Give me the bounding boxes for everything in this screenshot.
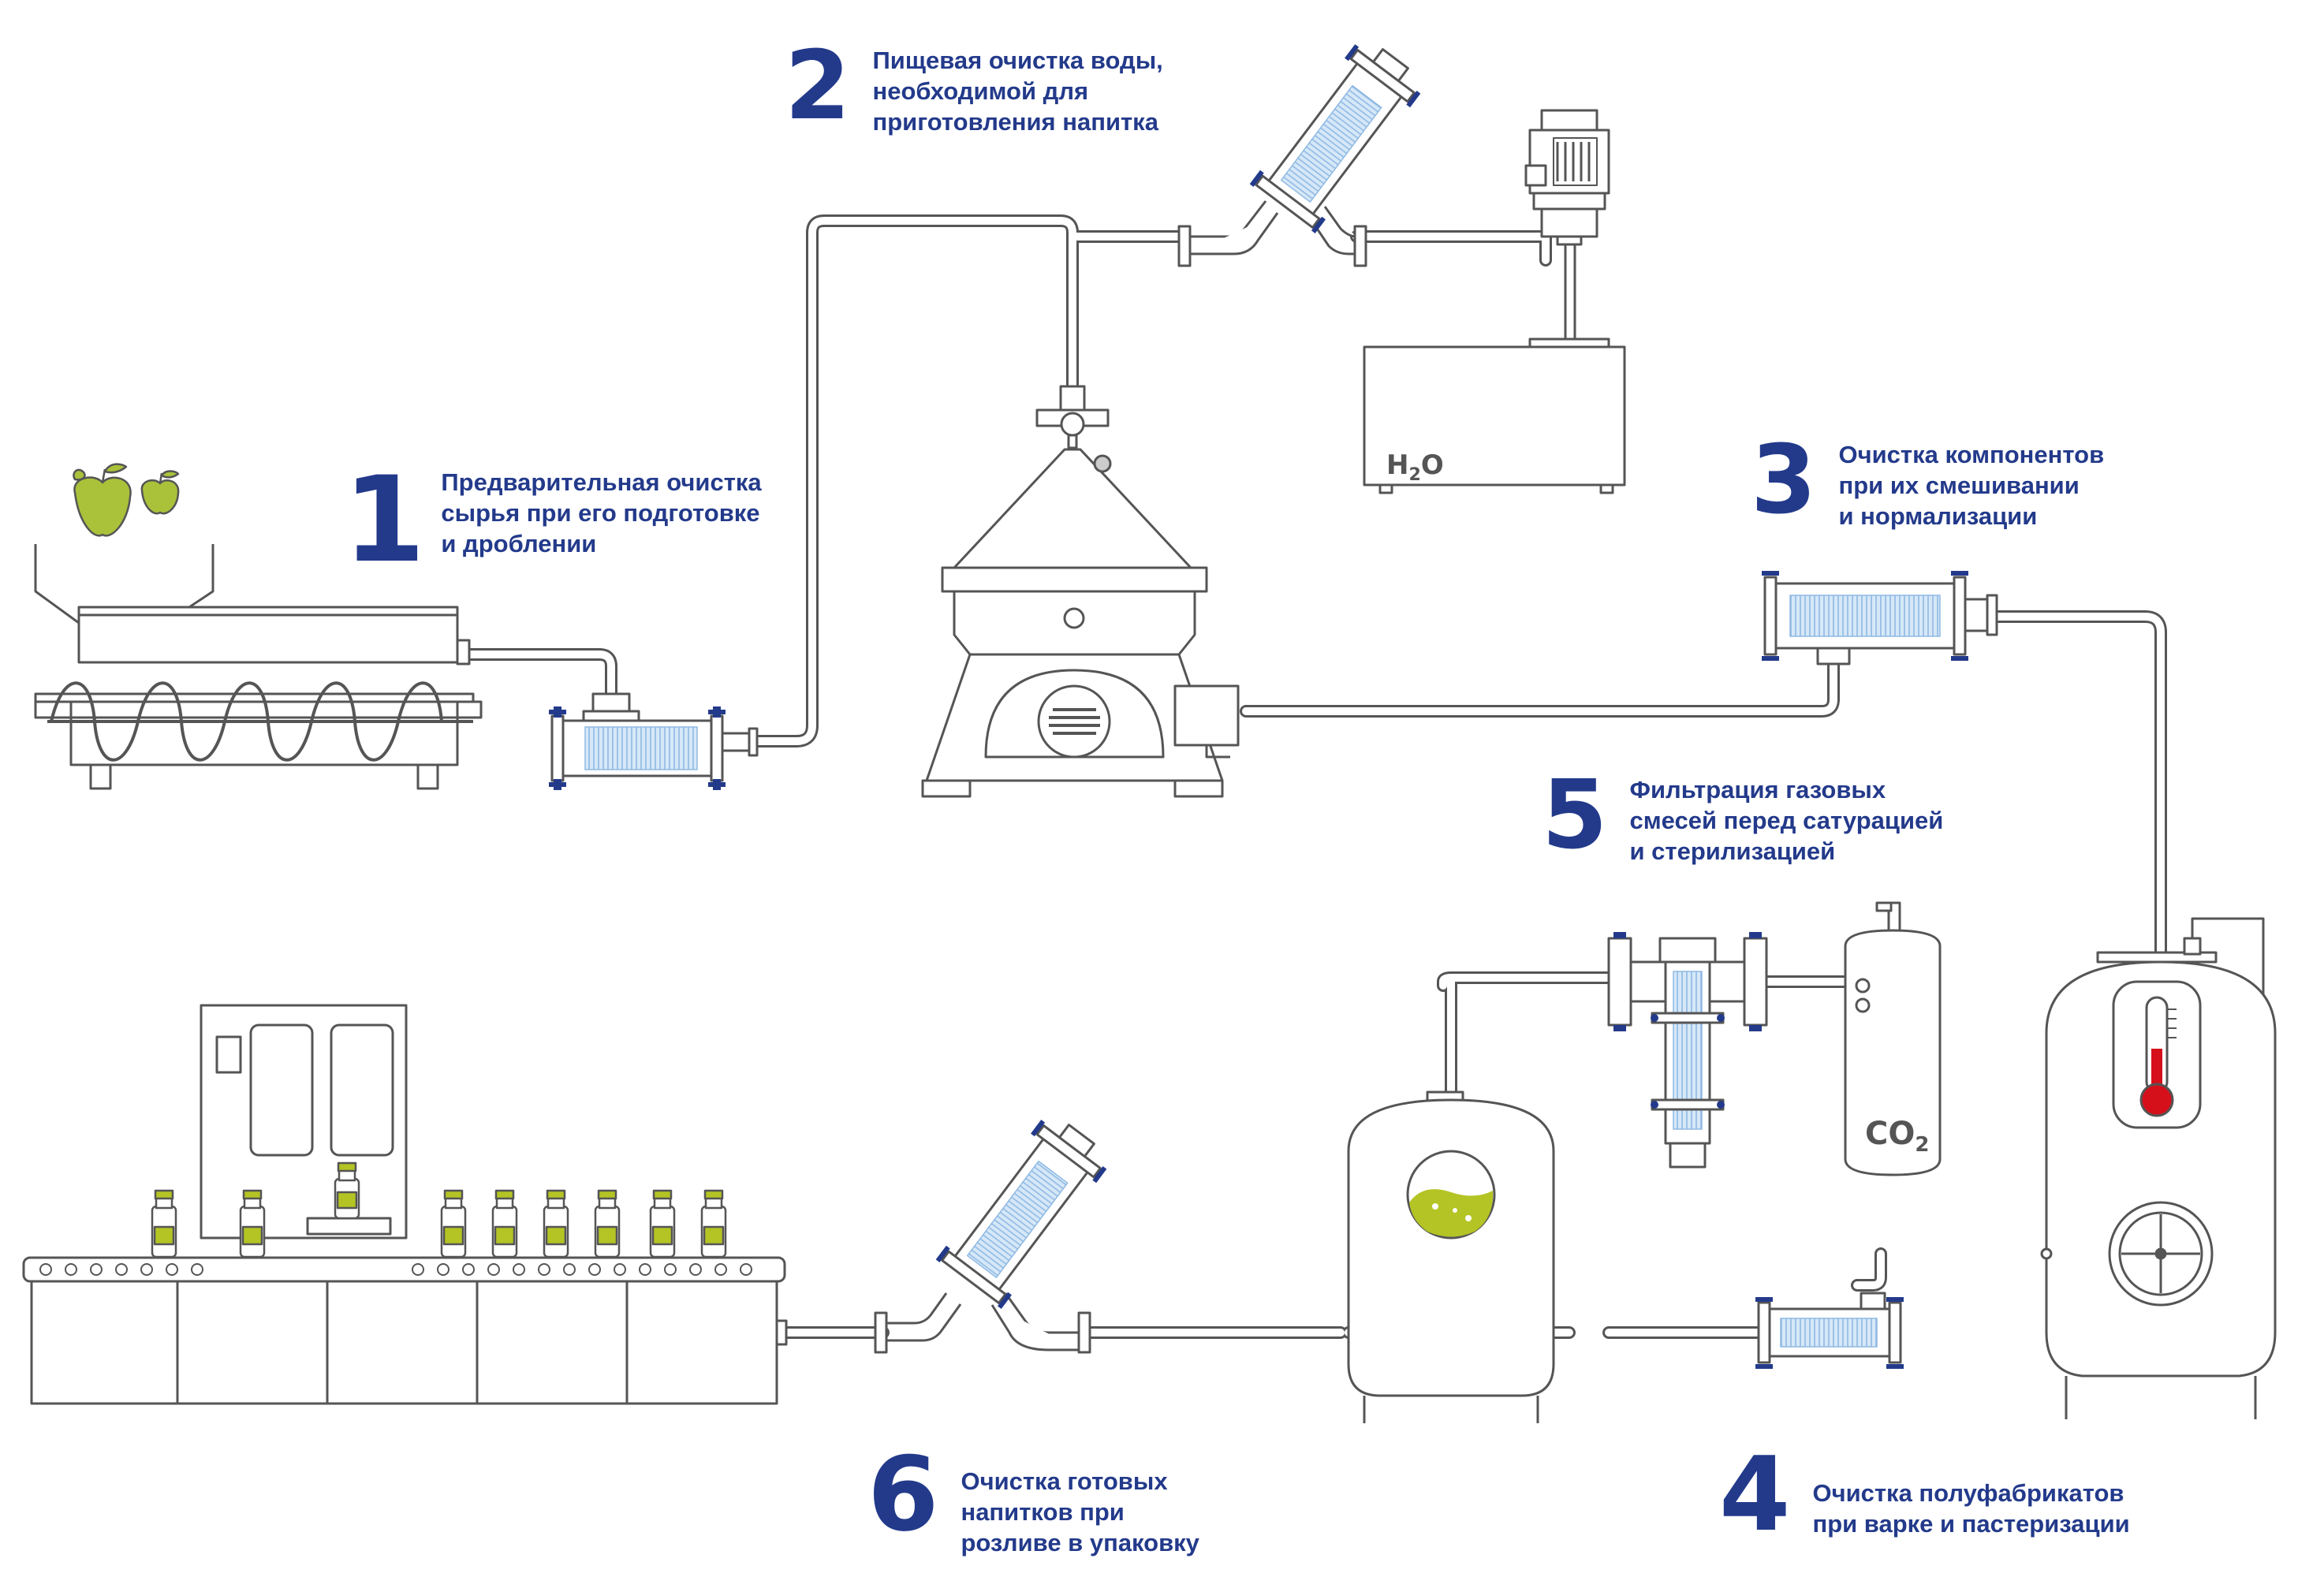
step-line: Предварительная очистка [441, 468, 762, 496]
step-line: Очистка готовых [961, 1467, 1168, 1495]
conveyor [22, 1256, 788, 1405]
step-line: Пищевая очистка воды, [872, 47, 1163, 74]
step-number: 1 [343, 452, 426, 589]
motor-icon [1524, 109, 1610, 246]
step-1: 1 Предварительная очистка сырья при его … [343, 461, 762, 580]
manhole-hatch-icon [2108, 1201, 2214, 1307]
bottle [700, 1189, 727, 1258]
separator [921, 385, 1240, 798]
step-description: Очистка полуфабрикатов при варке и пасте… [1812, 1478, 2129, 1540]
step-6: 6 Очистка готовых напитков при розливе в… [867, 1443, 1199, 1558]
step-number: 2 [785, 32, 851, 141]
filter-2 [1177, 44, 1421, 267]
bottle [594, 1189, 621, 1258]
step-3: 3 Очистка компонентов при их смешивании … [1751, 434, 2104, 531]
step-line: при их смешивании [1838, 471, 2080, 499]
step-number: 5 [1542, 761, 1608, 871]
bottle [543, 1189, 569, 1258]
step-description: Предварительная очистка сырья при его по… [441, 468, 761, 559]
filter-6 [874, 1120, 1107, 1354]
saturation-tank [1347, 1090, 1555, 1423]
step-line: Очистка компонентов [1838, 441, 2105, 468]
step-line: приготовления напитка [872, 107, 1158, 136]
apple-icon [140, 470, 180, 515]
step-number: 6 [867, 1434, 939, 1554]
pump-motor [1363, 109, 1626, 494]
bottles [151, 1161, 727, 1258]
bottle [239, 1189, 266, 1258]
step-number: 4 [1719, 1434, 1791, 1554]
co2-label: CO2 [1865, 1116, 1930, 1157]
crusher [34, 544, 483, 790]
bottle [649, 1189, 676, 1258]
filter-5 [1607, 932, 1768, 1169]
step-line: Очистка полуфабрикатов [1812, 1479, 2124, 1507]
step-line: розливе в упаковку [961, 1528, 1199, 1556]
step-description: Фильтрация газовых смесей перед сатураци… [1630, 775, 1944, 867]
bottle [440, 1189, 467, 1258]
filter-1 [549, 692, 759, 790]
step-5: 5 Фильтрация газовых смесей перед сатура… [1542, 769, 1943, 867]
thermometer-icon [2112, 980, 2202, 1129]
step-line: и дроблении [441, 529, 597, 557]
bottle [334, 1161, 360, 1220]
water-label: H2O [1386, 449, 1444, 485]
step-4: 4 Очистка полуфабрикатов при варке и пас… [1719, 1443, 2130, 1545]
apple-icon [73, 463, 132, 537]
step-line: напитков при [961, 1497, 1125, 1526]
conveyor-rollers [39, 1263, 752, 1276]
fan-vent-icon [1037, 684, 1111, 759]
step-line: сырья при его подготовке [441, 498, 760, 527]
co2-cylinder [1844, 901, 1942, 1176]
cooking-tank [2040, 917, 2277, 1419]
step-description: Очистка компонентов при их смешивании и … [1839, 440, 2105, 531]
step-2: 2 Пищевая очистка воды, необходимой для … [785, 39, 1163, 137]
bottle [491, 1189, 518, 1258]
bottle [151, 1189, 177, 1258]
filter-3 [1762, 571, 1998, 665]
step-line: Фильтрация газовых [1629, 776, 1886, 803]
step-line: смесей перед сатурацией [1629, 806, 1944, 834]
step-line: и нормализации [1838, 501, 2038, 530]
filter-4 [1755, 1292, 1904, 1369]
step-line: при варке и пастеризации [1812, 1509, 2130, 1538]
step-description: Пищевая очистка воды, необходимой для пр… [873, 46, 1163, 137]
bottling-machine [200, 1004, 408, 1240]
step-line: необходимой для [872, 76, 1089, 105]
step-line: и стерилизацией [1629, 837, 1836, 865]
step-number: 3 [1751, 426, 1817, 535]
step-description: Очистка готовых напитков при розливе в у… [961, 1467, 1199, 1558]
